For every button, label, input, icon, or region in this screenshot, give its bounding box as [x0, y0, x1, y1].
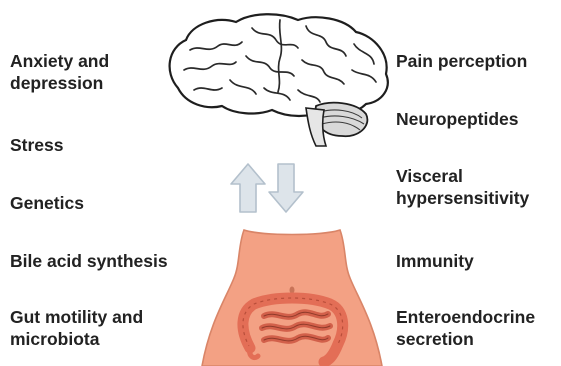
- label-visceral-hypersensitivity: Visceral hypersensitivity: [396, 165, 529, 209]
- label-immunity: Immunity: [396, 250, 474, 272]
- label-genetics: Genetics: [10, 192, 84, 214]
- torso-intestines-icon: [198, 226, 386, 366]
- brain-icon: [160, 10, 400, 150]
- label-neuropeptides: Neuropeptides: [396, 108, 519, 130]
- bidirectional-arrows: [228, 160, 308, 220]
- arrow-up-icon: [231, 164, 265, 212]
- label-enteroendocrine-secretion: Enteroendocrine secretion: [396, 306, 535, 350]
- label-pain-perception: Pain perception: [396, 50, 527, 72]
- label-anxiety-depression: Anxiety and depression: [10, 50, 109, 94]
- label-stress: Stress: [10, 134, 64, 156]
- navel: [290, 287, 295, 294]
- label-gut-motility-microbiota: Gut motility and microbiota: [10, 306, 143, 350]
- label-bile-acid-synthesis: Bile acid synthesis: [10, 250, 168, 272]
- arrow-down-icon: [269, 164, 303, 212]
